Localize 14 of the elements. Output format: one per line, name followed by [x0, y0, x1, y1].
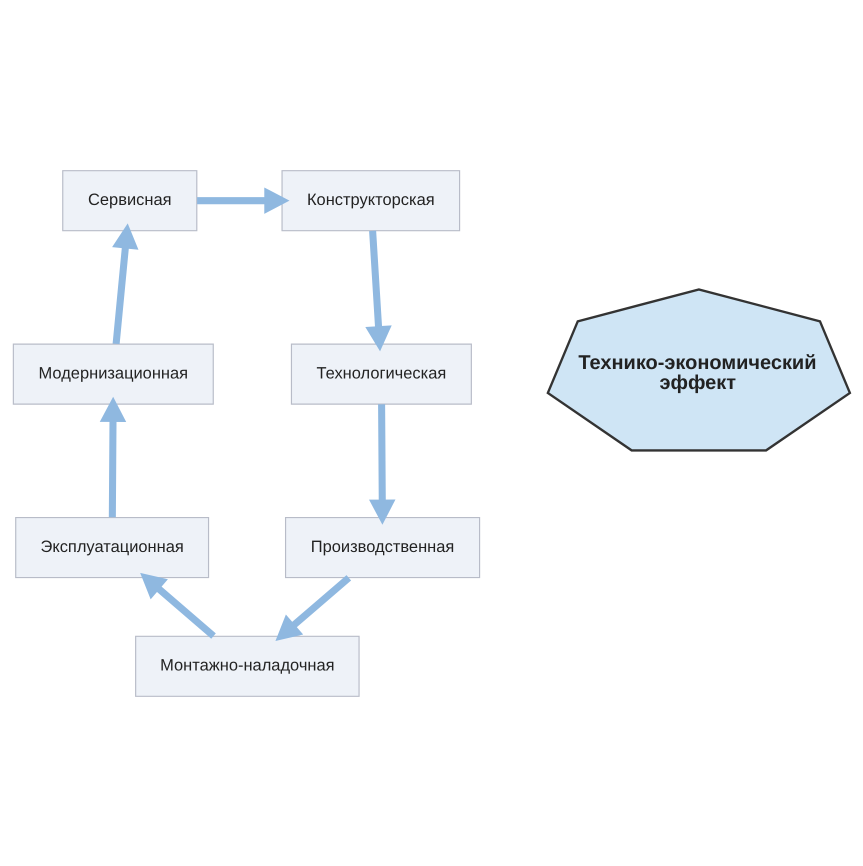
arrow	[369, 404, 396, 524]
arrow	[275, 574, 352, 640]
node-box: Технологическая	[290, 343, 472, 404]
arrow	[365, 230, 392, 351]
node-box: Производственная	[284, 516, 480, 578]
node-box: Эксплуатационная	[15, 516, 210, 578]
node-box: Конструкторская	[281, 170, 460, 231]
arrow	[112, 222, 138, 344]
node-box: Модернизационная	[12, 343, 214, 404]
arrow	[140, 572, 216, 638]
arrow	[197, 186, 290, 214]
node-box: Сервисная	[62, 170, 198, 231]
arrow	[100, 396, 126, 517]
node-box: Монтажно-наладочная	[135, 635, 360, 696]
